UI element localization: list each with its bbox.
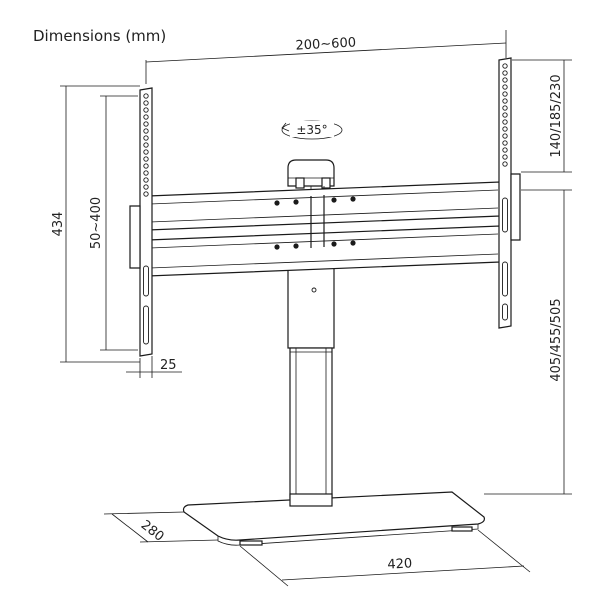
dim-vesa-height-label: 50~400: [89, 197, 104, 249]
mounting-hole: [143, 100, 149, 106]
mounting-hole: [502, 154, 508, 160]
dim-overall-height: 434: [51, 85, 140, 363]
mounting-hole: [143, 135, 149, 141]
mounting-hole: [143, 142, 149, 148]
mounting-hole: [143, 128, 149, 134]
mounting-slot: [143, 305, 149, 345]
mounting-slot: [143, 265, 149, 297]
mounting-hole: [502, 84, 508, 90]
rotation-indicator: ±35°: [281, 120, 343, 140]
mounting-hole: [502, 105, 508, 111]
mounting-hole: [502, 126, 508, 132]
dim-stand-height: 405/455/505: [484, 189, 572, 495]
mounting-hole: [502, 112, 508, 118]
mounting-hole: [502, 133, 508, 139]
dim-vesa-width-label: 200~600: [295, 35, 356, 53]
right-vesa-bracket: [498, 57, 521, 329]
mounting-hole: [502, 91, 508, 97]
mounting-slot: [502, 303, 508, 321]
dim-base-width: 420: [239, 529, 531, 587]
swivel-head: [287, 159, 335, 262]
mounting-hole: [143, 177, 149, 183]
mounting-hole: [143, 149, 149, 155]
column: [287, 251, 335, 507]
rotation-label: ±35°: [296, 123, 327, 137]
mounting-hole: [502, 140, 508, 146]
dim-bracket-depth: 25: [126, 356, 182, 378]
mounting-hole: [502, 98, 508, 104]
dim-base-depth-label: 280: [138, 518, 167, 545]
mounting-hole: [143, 163, 149, 169]
mounting-hole: [143, 184, 149, 190]
dim-adjust-vertical: 140/185/230: [512, 59, 572, 173]
mounting-hole: [143, 121, 149, 127]
dim-base-width-label: 420: [387, 556, 413, 572]
mounting-hole: [143, 93, 149, 99]
mounting-hole: [143, 156, 149, 162]
mounting-hole: [143, 114, 149, 120]
mounting-hole: [143, 191, 149, 197]
diagram-title: Dimensions (mm): [33, 27, 166, 45]
dim-bracket-depth-label: 25: [160, 358, 177, 373]
dim-vesa-height: 50~400: [89, 95, 138, 351]
mounting-hole: [143, 170, 149, 176]
dim-overall-height-label: 434: [51, 212, 66, 237]
mounting-hole: [502, 63, 508, 69]
mounting-hole: [143, 107, 149, 113]
mounting-hole: [502, 147, 508, 153]
horizontal-rails: [147, 181, 501, 277]
dim-adjust-vertical-label: 140/185/230: [549, 74, 564, 157]
base-plate: [182, 491, 485, 546]
mounting-hole: [502, 161, 508, 167]
dim-vesa-width: 200~600: [145, 30, 507, 84]
mounting-hole: [502, 70, 508, 76]
mounting-slot: [502, 197, 508, 233]
left-vesa-bracket: [129, 87, 153, 357]
mounting-slot: [502, 261, 508, 297]
dim-stand-height-label: 405/455/505: [549, 298, 564, 381]
mounting-hole: [502, 119, 508, 125]
mounting-hole: [502, 77, 508, 83]
